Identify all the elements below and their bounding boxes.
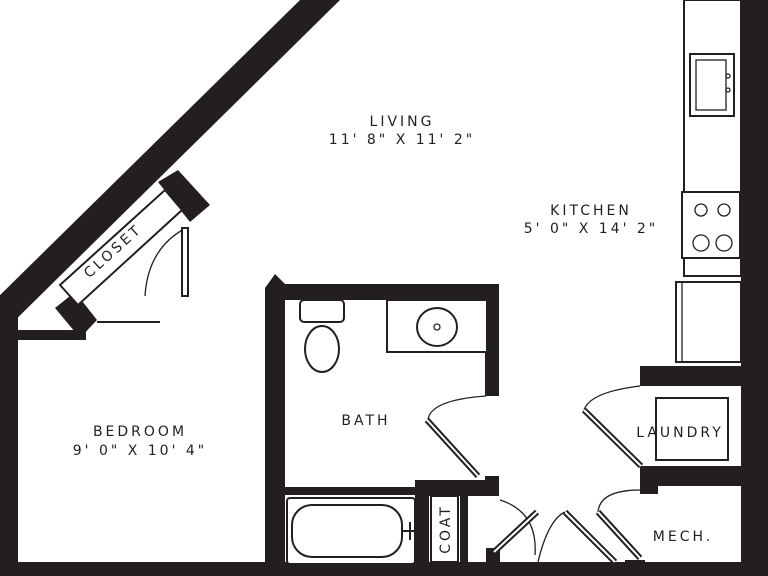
bedroom-dims: 9' 0" X 10' 4" [73,443,208,459]
mech-door-swing [597,489,641,513]
burner-icon [717,203,731,217]
laundry [581,385,729,469]
bath-label: BATH [341,413,390,429]
laundry-south-wall [640,466,741,486]
coat-shelf [430,495,459,563]
laundry-door-swing [583,385,641,411]
closet-door-swing [144,227,187,297]
closet-shelf [58,188,184,307]
coat-label: COAT [438,504,454,554]
mech-door-inner [597,511,641,559]
burner-icon [692,234,710,252]
coat-wall-inner [460,490,468,576]
toilet-tank [299,299,345,323]
bath-tub-wall [285,487,420,495]
laundry-north-wall [640,366,741,386]
bedroom-label: BEDROOM [93,424,187,440]
living-dims: 11' 8" X 11' 2" [329,132,475,148]
room-labels: LIVING 11' 8" X 11' 2" KITCHEN 5' 0" X 1… [73,114,724,545]
laundry-door-inner [583,409,642,467]
coat-closet: COAT [430,495,540,563]
bedroom-west-wall [0,300,18,576]
bath-east-wall [485,284,499,396]
bath-door-swing [427,395,487,421]
coat-door-inner [493,511,538,553]
toilet-bowl[interactable] [304,325,340,373]
refrigerator[interactable] [675,281,742,363]
closet-wall [158,170,210,222]
kitchen-label: KITCHEN [550,203,632,219]
burner-icon [715,234,733,252]
mech [537,489,643,565]
vanity-sink[interactable] [416,307,458,347]
east-wall [741,0,768,576]
bath-door-inner [426,419,479,477]
washer-dryer[interactable] [655,397,729,461]
laundry-label: LAUNDRY [636,425,724,441]
closet-end-wall [55,292,97,338]
bath-fixtures [286,299,488,565]
mech-west-wall [640,466,658,494]
south-wall [0,562,768,576]
entry-door-inner [564,511,616,563]
closet-door-leaf[interactable] [181,227,189,297]
diagonal-wall [0,0,340,336]
laundry-west-wall [640,366,658,384]
entry-door-swing [537,511,566,563]
bedroom-north-wall [18,330,86,340]
mech-label: MECH. [653,529,713,545]
kitchen-sink[interactable] [689,53,735,117]
faucet-handle-icon [725,87,731,93]
kitchen-dims: 5' 0" X 14' 2" [524,221,659,237]
bathtub-basin [291,504,403,558]
faucet-icon [725,73,731,79]
coat-wall-left [415,480,429,576]
burner-icon [694,203,708,217]
drain-icon [433,323,441,331]
kitchen-fixtures [675,0,742,363]
range[interactable] [681,191,741,259]
coat-wall-top [415,480,499,496]
kitchen-sink-basin [695,59,727,111]
living-label: LIVING [370,114,435,130]
